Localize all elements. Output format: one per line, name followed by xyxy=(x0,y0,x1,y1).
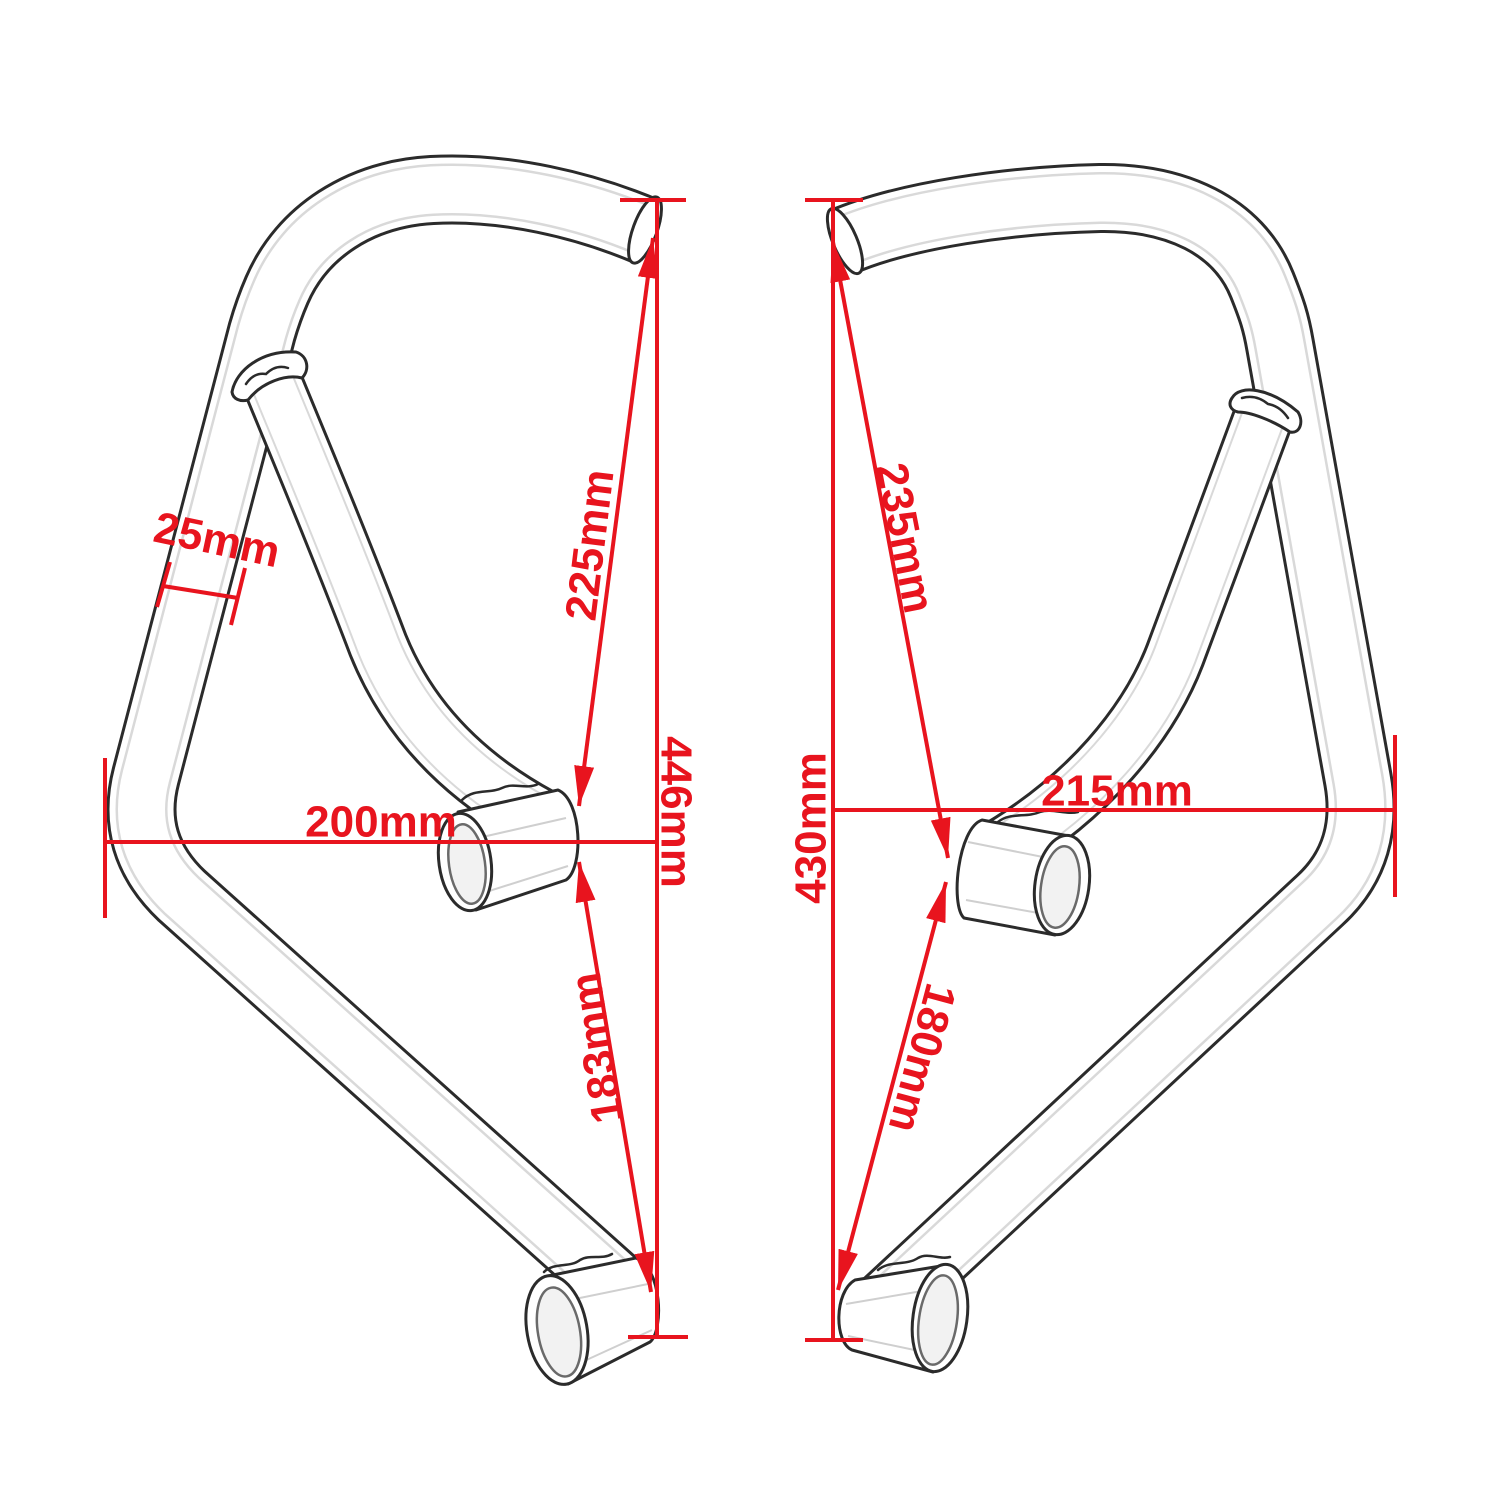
left-guard xyxy=(142,189,669,1386)
boss-bore xyxy=(447,823,487,905)
dim-225-arrow-line xyxy=(574,237,658,807)
dim-180-arrow-line xyxy=(836,881,948,1291)
left-guard-brace-tube xyxy=(268,372,540,818)
tube-shading xyxy=(142,189,649,1284)
boss-cylinder-highlight xyxy=(965,841,1049,915)
dim-446-label: 446mm xyxy=(652,736,701,888)
dim-235-label: 235mm xyxy=(866,459,943,617)
boss-cylinder-highlight xyxy=(477,817,569,893)
tube-highlight xyxy=(268,372,540,818)
boss-bore xyxy=(1039,845,1081,929)
dim-183-label: 183mm xyxy=(561,969,633,1126)
right-brace-weld-seam xyxy=(1240,395,1290,420)
dim-180-label: 180mm xyxy=(879,978,966,1137)
left-brace-weld-seam xyxy=(244,365,290,386)
dim-430-label: 430mm xyxy=(787,752,836,904)
boss-bore xyxy=(535,1286,583,1378)
dim-235-arrow-line xyxy=(830,241,951,859)
left-guard-frame-tube xyxy=(142,189,649,1284)
boss-weld-seam xyxy=(460,782,540,802)
dim-200-label: 200mm xyxy=(305,798,457,847)
dim-225-label: 225mm xyxy=(556,467,623,624)
left-guard-dimensions: 446mm 200mm 225mm 183mm 25mm xyxy=(103,198,701,1339)
right-guard xyxy=(820,198,1360,1374)
dim-215-label: 215mm xyxy=(1041,767,1193,816)
right-lower-mount-boss xyxy=(837,1254,970,1374)
left-lower-mount-boss xyxy=(524,1252,661,1386)
right-brace-weld xyxy=(1228,388,1303,434)
dim-25-line xyxy=(162,584,239,600)
left-upper-mount-boss xyxy=(436,782,580,913)
dim-183-arrow-line xyxy=(575,861,655,1293)
left-brace-weld xyxy=(230,350,309,403)
